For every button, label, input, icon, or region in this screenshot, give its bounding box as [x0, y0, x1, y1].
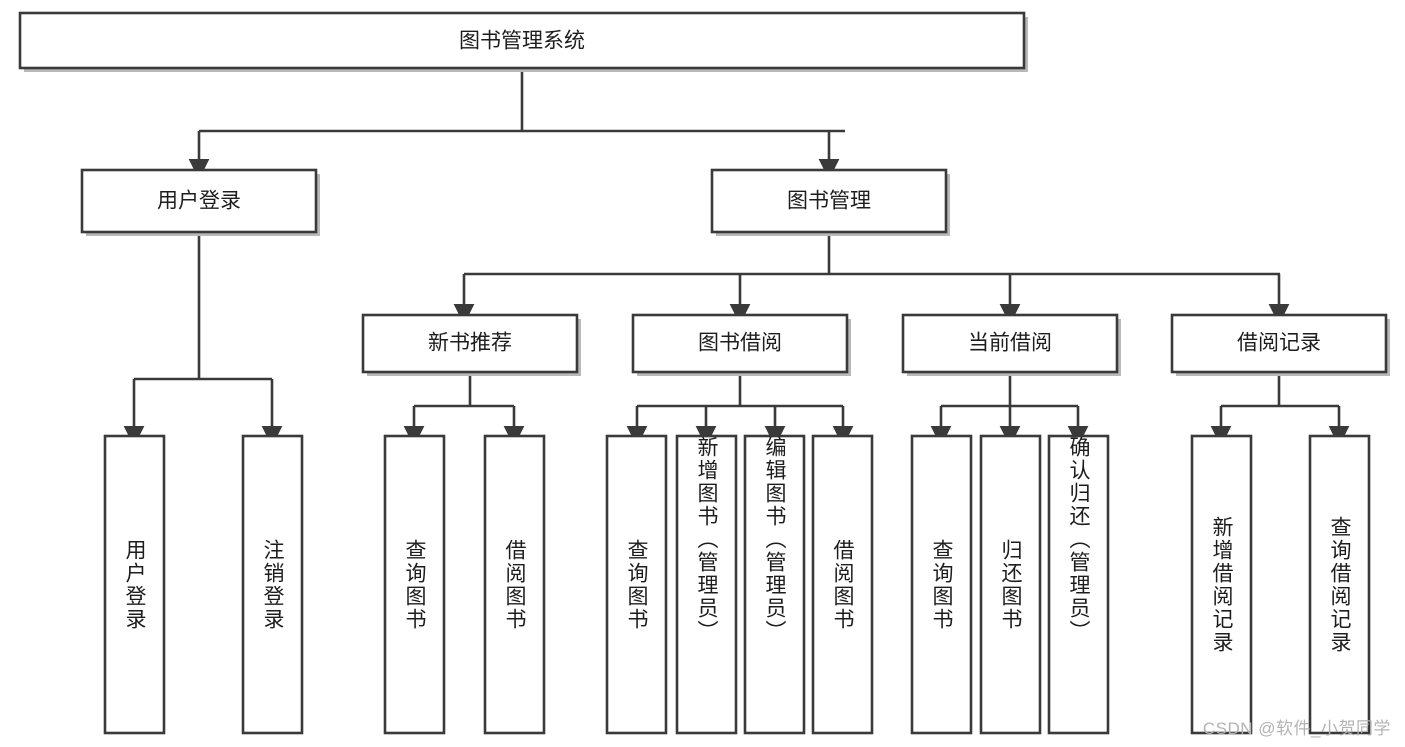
leaf-box-add-book[interactable] — [675, 434, 738, 735]
leaf-box-query-book-1[interactable] — [383, 434, 446, 735]
leaf-box-query-book-2[interactable] — [605, 434, 668, 735]
node-borrow-record[interactable]: 借阅记录 — [1170, 313, 1390, 376]
node-new-book-recommend-label: 新书推荐 — [428, 332, 512, 355]
leaf-box-confirm-return[interactable] — [1047, 434, 1110, 735]
leaf-box-return-book[interactable] — [979, 434, 1042, 735]
leaf-box-borrow-book-2[interactable] — [811, 434, 874, 735]
node-borrow-record-label: 借阅记录 — [1237, 332, 1321, 355]
connector-new-book-to-leaves — [403, 375, 525, 447]
leaf-box-add-record[interactable] — [1190, 434, 1253, 735]
node-user-login[interactable]: 用户登录 — [80, 168, 320, 236]
node-current-borrow-label: 当前借阅 — [968, 332, 1052, 355]
watermark: CSDN @软件_小贺同学 — [1202, 719, 1391, 738]
node-root[interactable]: 图书管理系统 — [18, 11, 1028, 72]
leaf-box-query-record[interactable] — [1308, 434, 1371, 735]
node-book-management[interactable]: 图书管理 — [710, 168, 950, 236]
connector-level2-to-level3 — [453, 233, 1290, 325]
node-book-management-label: 图书管理 — [787, 190, 871, 213]
connector-book-borrow-to-leaves — [626, 375, 854, 447]
node-current-borrow[interactable]: 当前借阅 — [901, 313, 1121, 376]
leaf-box-logout[interactable] — [241, 434, 304, 735]
connector-current-borrow-to-leaves — [930, 375, 1089, 447]
node-root-label: 图书管理系统 — [459, 30, 585, 53]
connector-user-login-to-leaves — [123, 233, 283, 447]
leaf-box-query-book-3[interactable] — [910, 434, 973, 735]
leaf-box-user-login[interactable] — [103, 434, 166, 735]
node-user-login-label: 用户登录 — [157, 190, 241, 213]
node-new-book-recommend[interactable]: 新书推荐 — [361, 313, 581, 376]
connector-borrow-record-to-leaves — [1210, 375, 1350, 447]
leaf-box-borrow-book-1[interactable] — [483, 434, 546, 735]
leaf-boxes — [103, 434, 1371, 735]
leaf-box-edit-book[interactable] — [743, 434, 806, 735]
connector-root-to-level2 — [188, 68, 845, 180]
node-book-borrow[interactable]: 图书借阅 — [631, 313, 851, 376]
node-book-borrow-label: 图书借阅 — [698, 332, 782, 355]
